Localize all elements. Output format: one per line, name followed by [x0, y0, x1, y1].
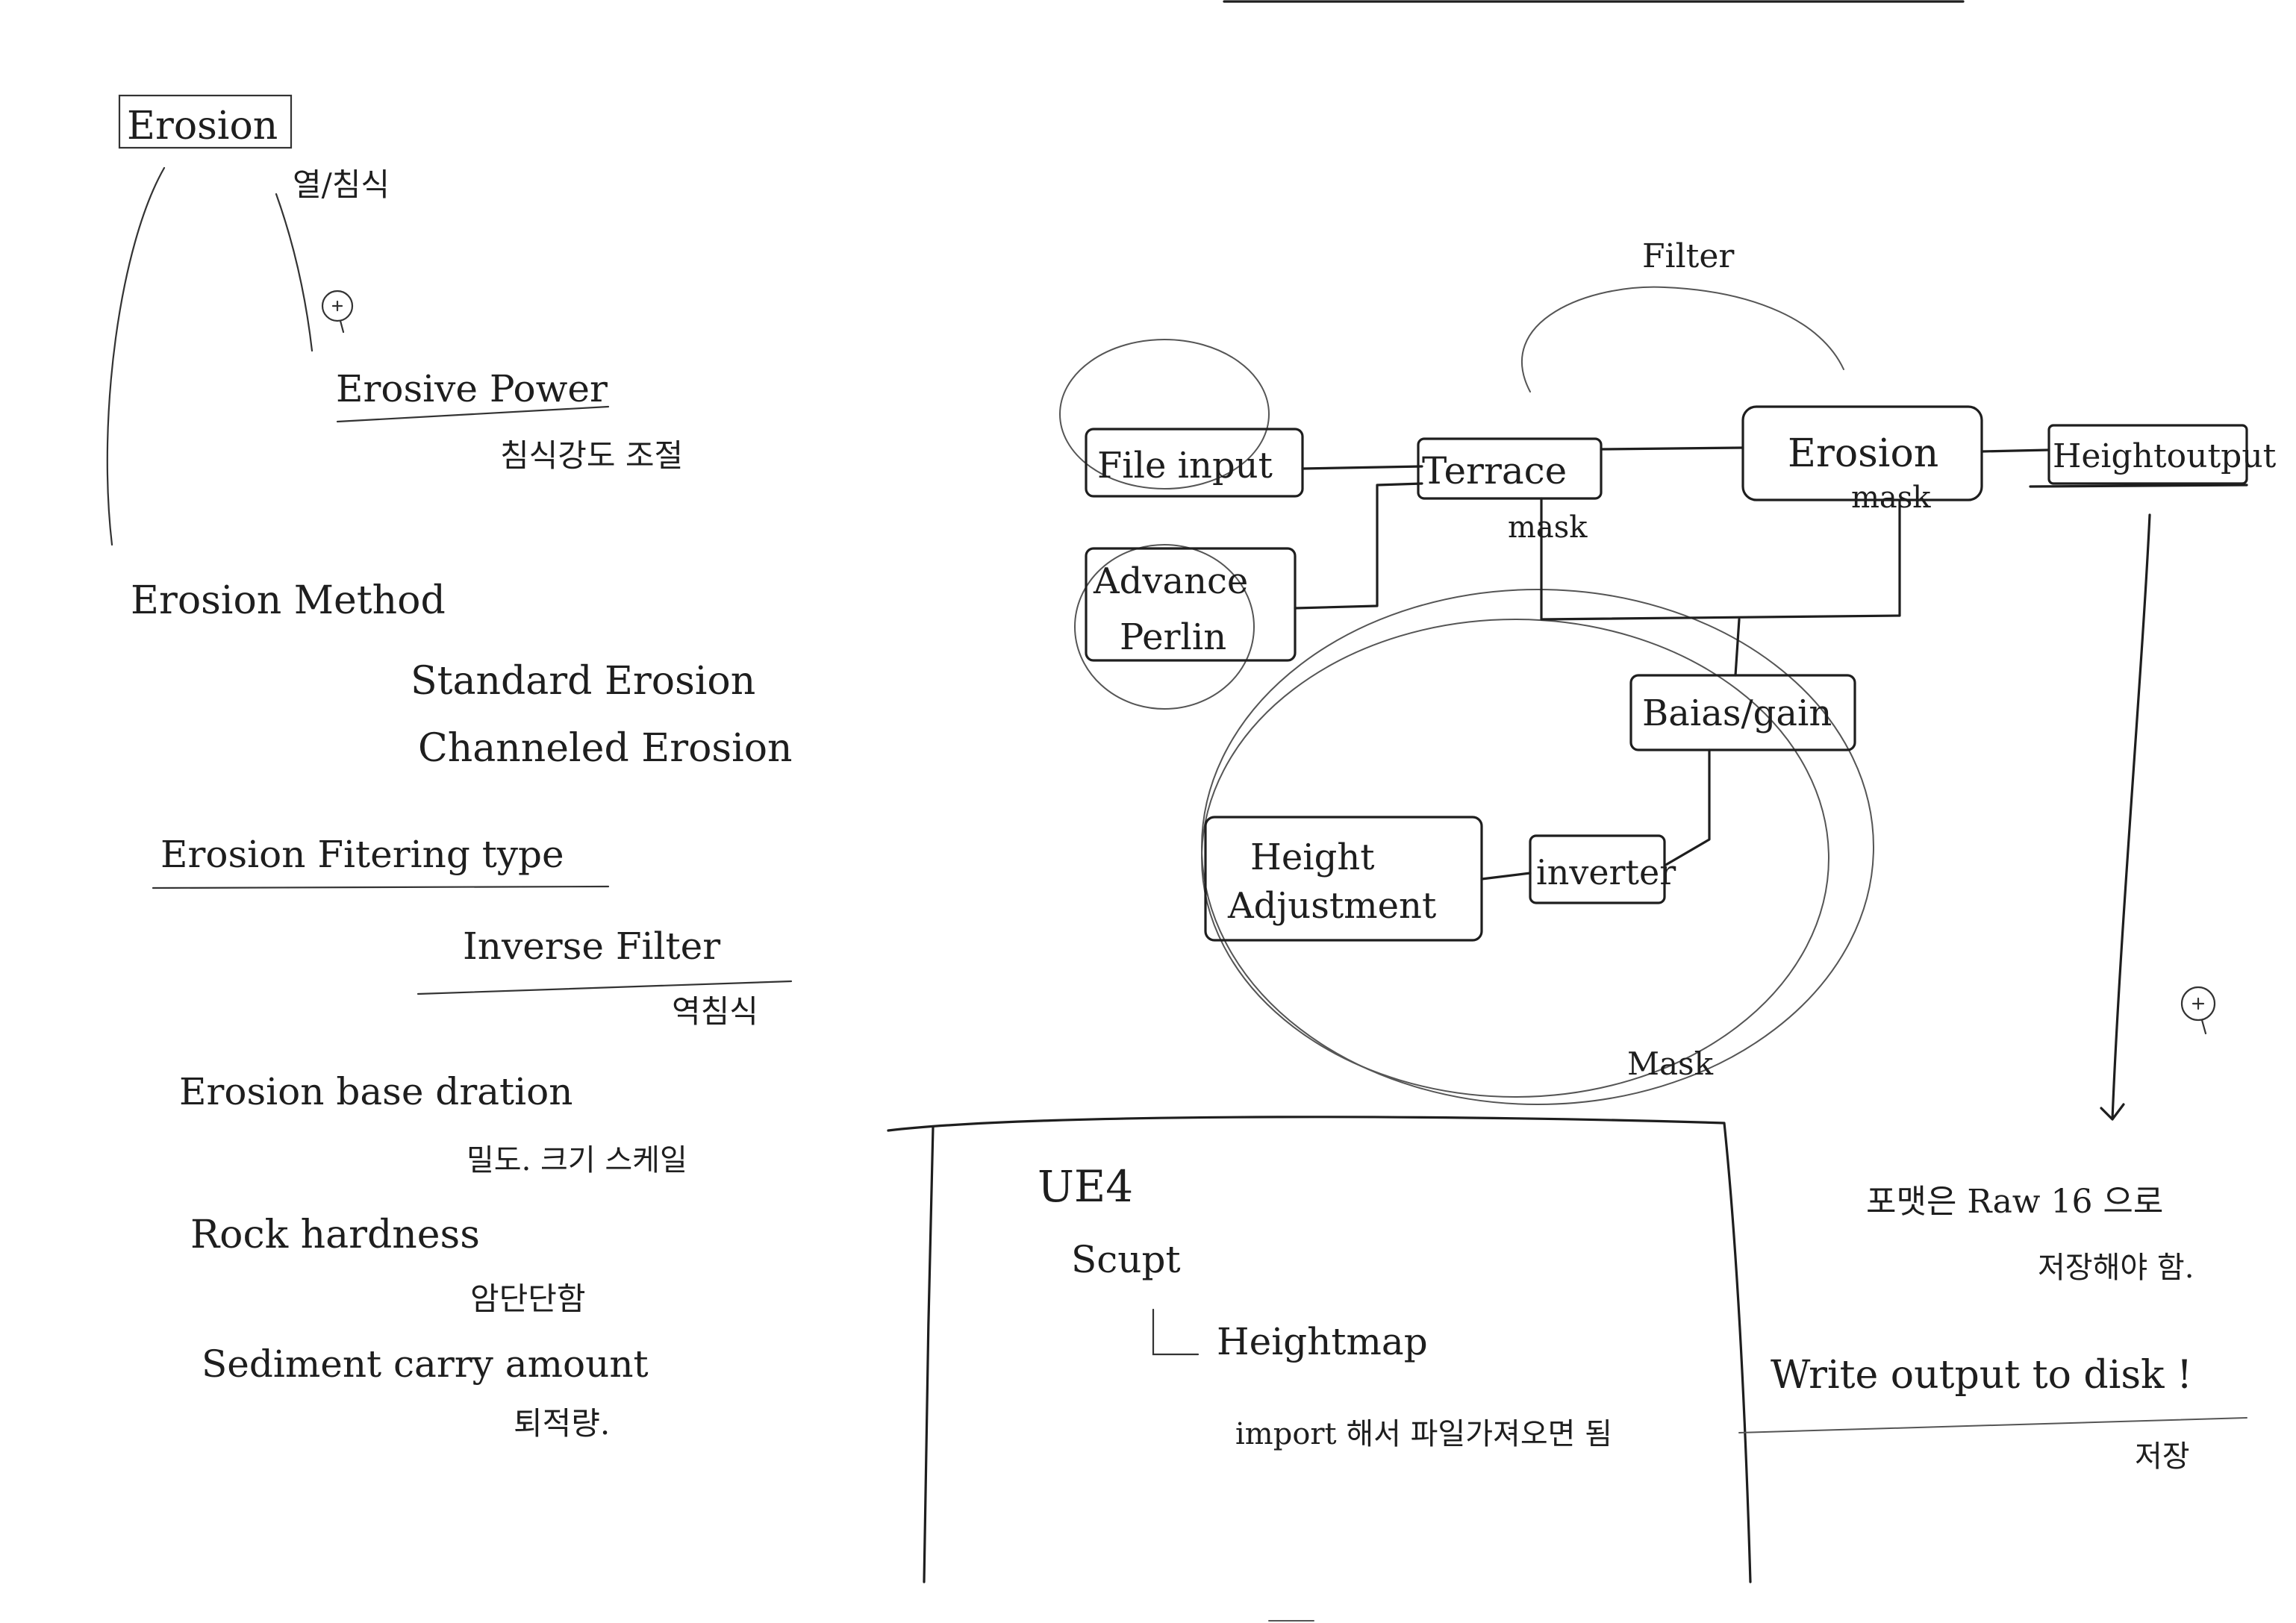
file-input-scribble [1059, 339, 1270, 490]
height-adjustment-label-2: Adjustment [1227, 885, 1436, 927]
inverse-filter-korean: 역침식 [672, 993, 758, 1030]
magnifier-icon-right [2180, 986, 2216, 1035]
height-output-label: Heightoutput [2053, 437, 2277, 475]
erosion-bracket-curve [106, 166, 166, 546]
file-input-label: File input [1097, 445, 1273, 487]
erosion-title: Erosion [127, 104, 278, 148]
ue4-line2: Scupt [1071, 1238, 1181, 1281]
terrace-label: Terrace [1422, 449, 1567, 492]
standard-erosion-label: Standard Erosion [411, 659, 755, 704]
bottom-mask-label: Mask [1627, 1045, 1714, 1082]
base-duration-korean: 밀도. 크기 스케일 [467, 1143, 687, 1178]
ue4-line3: Heightmap [1217, 1320, 1428, 1363]
write-output-korean: 저장 [2135, 1439, 2190, 1474]
inverse-filter-underline [417, 980, 793, 995]
terrace-mask-label: mask [1508, 510, 1588, 545]
erosion-title-box [118, 94, 293, 149]
inverse-filter-label: Inverse Filter [463, 925, 720, 968]
ue4-tree-branch [1152, 1308, 1200, 1356]
base-duration-label: Erosion base dration [179, 1070, 573, 1113]
file-input-node [1085, 428, 1304, 498]
rock-hardness-korean: 암단단함 [470, 1280, 586, 1317]
erosion-node [1741, 405, 1983, 501]
erosion-method-label: Erosion Method [131, 578, 446, 623]
advance-perlin-label-1: Advance [1093, 560, 1248, 602]
erosive-power-label: Erosive Power [336, 367, 608, 410]
ue4-line4: import 해서 파일가져오면 됨 [1235, 1417, 1612, 1451]
graph-connections [1294, 446, 2248, 1121]
erosion-korean: 열/침식 [293, 166, 390, 203]
rock-hardness-label: Rock hardness [190, 1213, 480, 1257]
bias-gain-label: Baias/gain [1642, 692, 1832, 734]
write-output-label: Write output to disk ! [1771, 1353, 2192, 1398]
format-line: 포맷은 Raw 16 으로 [1866, 1183, 2163, 1221]
filter-label: Filter [1642, 237, 1735, 275]
sediment-label: Sediment carry amount [202, 1342, 649, 1386]
sediment-korean: 퇴적량. [514, 1405, 610, 1442]
erosive-power-korean: 침식강도 조절 [500, 437, 683, 474]
ue4-box [887, 1116, 1752, 1583]
advance-perlin-label-2: Perlin [1120, 616, 1226, 658]
advance-perlin-scribble [1074, 544, 1255, 710]
magnifier-icon [321, 290, 354, 334]
inverter-label: inverter [1536, 852, 1676, 892]
filter-arc [1520, 286, 1844, 393]
bias-gain-node [1629, 674, 1856, 751]
filtering-type-label: Erosion Fitering type [160, 833, 564, 876]
erosion-node-label: Erosion [1788, 431, 1938, 476]
advance-perlin-node [1085, 547, 1297, 662]
height-output-node [2047, 424, 2248, 485]
ue4-line1: UE4 [1038, 1161, 1133, 1212]
erosion-mask-label: mask [1851, 481, 1931, 515]
terrace-node [1417, 437, 1603, 500]
mask-ellipse-inner [1201, 619, 1829, 1098]
ue4-output-connector [1738, 1417, 2247, 1433]
inverter-node [1529, 834, 1666, 904]
format-line2: 저장해야 함. [2038, 1251, 2194, 1285]
erosion-branch-curve [275, 193, 313, 352]
erosive-power-underline [336, 405, 610, 423]
height-adjustment-label-1: Height [1250, 836, 1375, 878]
filtering-type-underline [152, 885, 610, 889]
channeled-erosion-label: Channeled Erosion [418, 726, 793, 771]
